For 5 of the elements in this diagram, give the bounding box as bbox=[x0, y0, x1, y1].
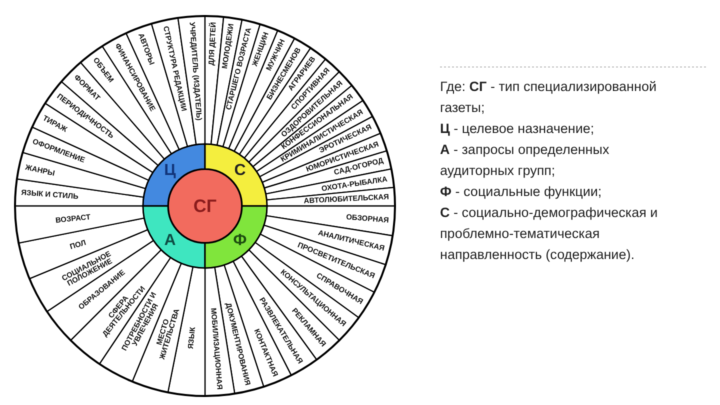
key-text: А - запросы определенных аудиторных групп; bbox=[440, 141, 610, 180]
key-text: Ц - целевое назначение; bbox=[440, 120, 596, 138]
key-text: С - социально-демографическая и проблемно-тематическая направленность (содержание). bbox=[440, 204, 659, 264]
key-text: Где: СГ - тип специализированной газеты; bbox=[440, 78, 658, 117]
key-text: Ф - социальные функции; bbox=[440, 183, 603, 201]
